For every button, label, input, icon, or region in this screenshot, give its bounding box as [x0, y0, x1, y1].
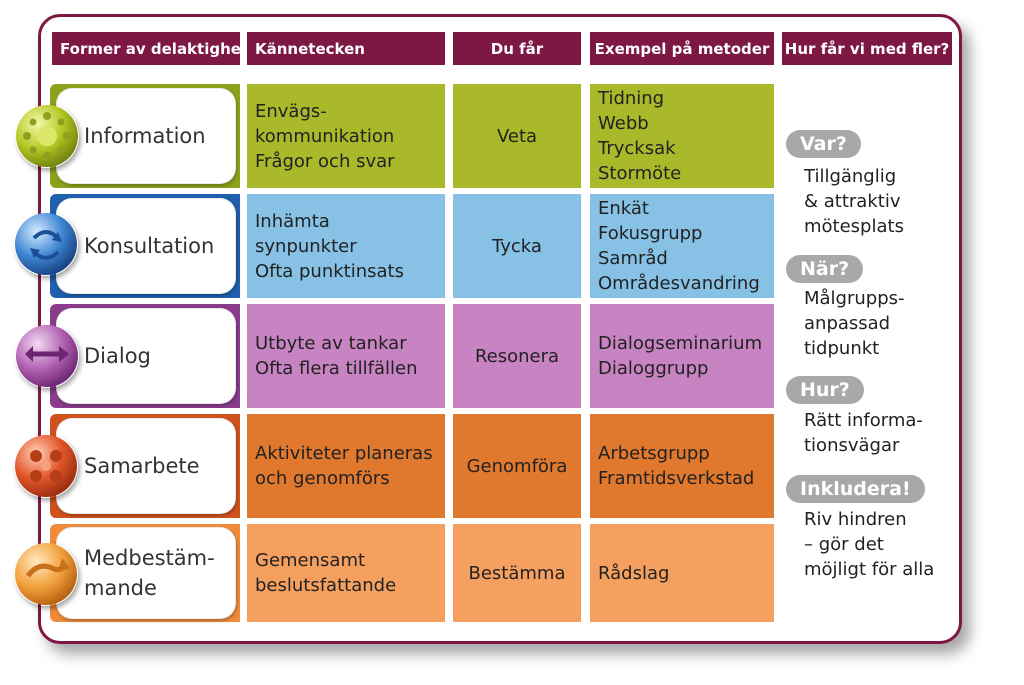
you-get-cell-konsultation: Tycka: [453, 194, 581, 298]
form-label: Medbestäm-: [84, 546, 215, 570]
pill-var: Var?: [786, 130, 861, 158]
medbestammande-orb-icon: [14, 542, 78, 606]
form-card-samarbete: Samarbete: [56, 418, 236, 514]
form-label: Dialog: [84, 344, 151, 368]
pill-nar: När?: [786, 255, 864, 283]
konsultation-orb-icon: [14, 212, 78, 276]
form-label: Information: [84, 124, 206, 148]
methods-cell-konsultation: Enkät Fokusgrupp Samråd Områdesvandring: [590, 194, 774, 298]
pill-hur: Hur?: [786, 376, 864, 404]
more-text-hur: Rätt informa- tionsvägar: [804, 410, 923, 456]
header-traits: Kännetecken: [247, 32, 445, 65]
form-card-information: Information: [56, 88, 236, 184]
you-get-cell-information: Veta: [453, 84, 581, 188]
header-methods: Exempel på metoder: [590, 32, 774, 65]
form-label: Samarbete: [84, 454, 200, 478]
you-get-cell-medbestammande: Bestämma: [453, 524, 581, 622]
samarbete-orb-icon: [14, 434, 78, 498]
you-get-cell-dialog: Resonera: [453, 304, 581, 408]
traits-cell-dialog: Utbyte av tankar Ofta flera tillfällen: [247, 304, 445, 408]
more-text-nar: Målgrupps- anpassad tidpunkt: [804, 288, 905, 359]
methods-cell-information: Tidning Webb Trycksak Stormöte: [590, 84, 774, 188]
you-get-cell-samarbete: Genomföra: [453, 414, 581, 518]
header-you-get: Du får: [453, 32, 581, 65]
form-card-medbestammande: Medbestäm- mande: [56, 527, 236, 619]
header-forms: Former av delaktighet: [52, 32, 240, 65]
header-more: Hur får vi med fler?: [782, 32, 952, 65]
form-card-konsultation: Konsultation: [56, 198, 236, 294]
more-text-var: Tillgänglig & attraktiv mötesplats: [804, 166, 904, 237]
form-label: mande: [84, 576, 157, 600]
form-label: Konsultation: [84, 234, 215, 258]
methods-cell-medbestammande: Rådslag: [590, 524, 774, 622]
more-text-inkludera: Riv hindren – gör det möjligt för alla: [804, 509, 935, 580]
pill-inkludera: Inkludera!: [786, 475, 925, 503]
information-orb-icon: [15, 104, 79, 168]
form-card-dialog: Dialog: [56, 308, 236, 404]
methods-cell-samarbete: Arbetsgrupp Framtidsverkstad: [590, 414, 774, 518]
traits-cell-samarbete: Aktiviteter planeras och genomförs: [247, 414, 445, 518]
traits-cell-medbestammande: Gemensamt beslutsfattande: [247, 524, 445, 622]
traits-cell-information: Envägs- kommunikation Frågor och svar: [247, 84, 445, 188]
traits-cell-konsultation: Inhämta synpunkter Ofta punktinsats: [247, 194, 445, 298]
dialog-orb-icon: [15, 324, 79, 388]
methods-cell-dialog: Dialogseminarium Dialoggrupp: [590, 304, 774, 408]
